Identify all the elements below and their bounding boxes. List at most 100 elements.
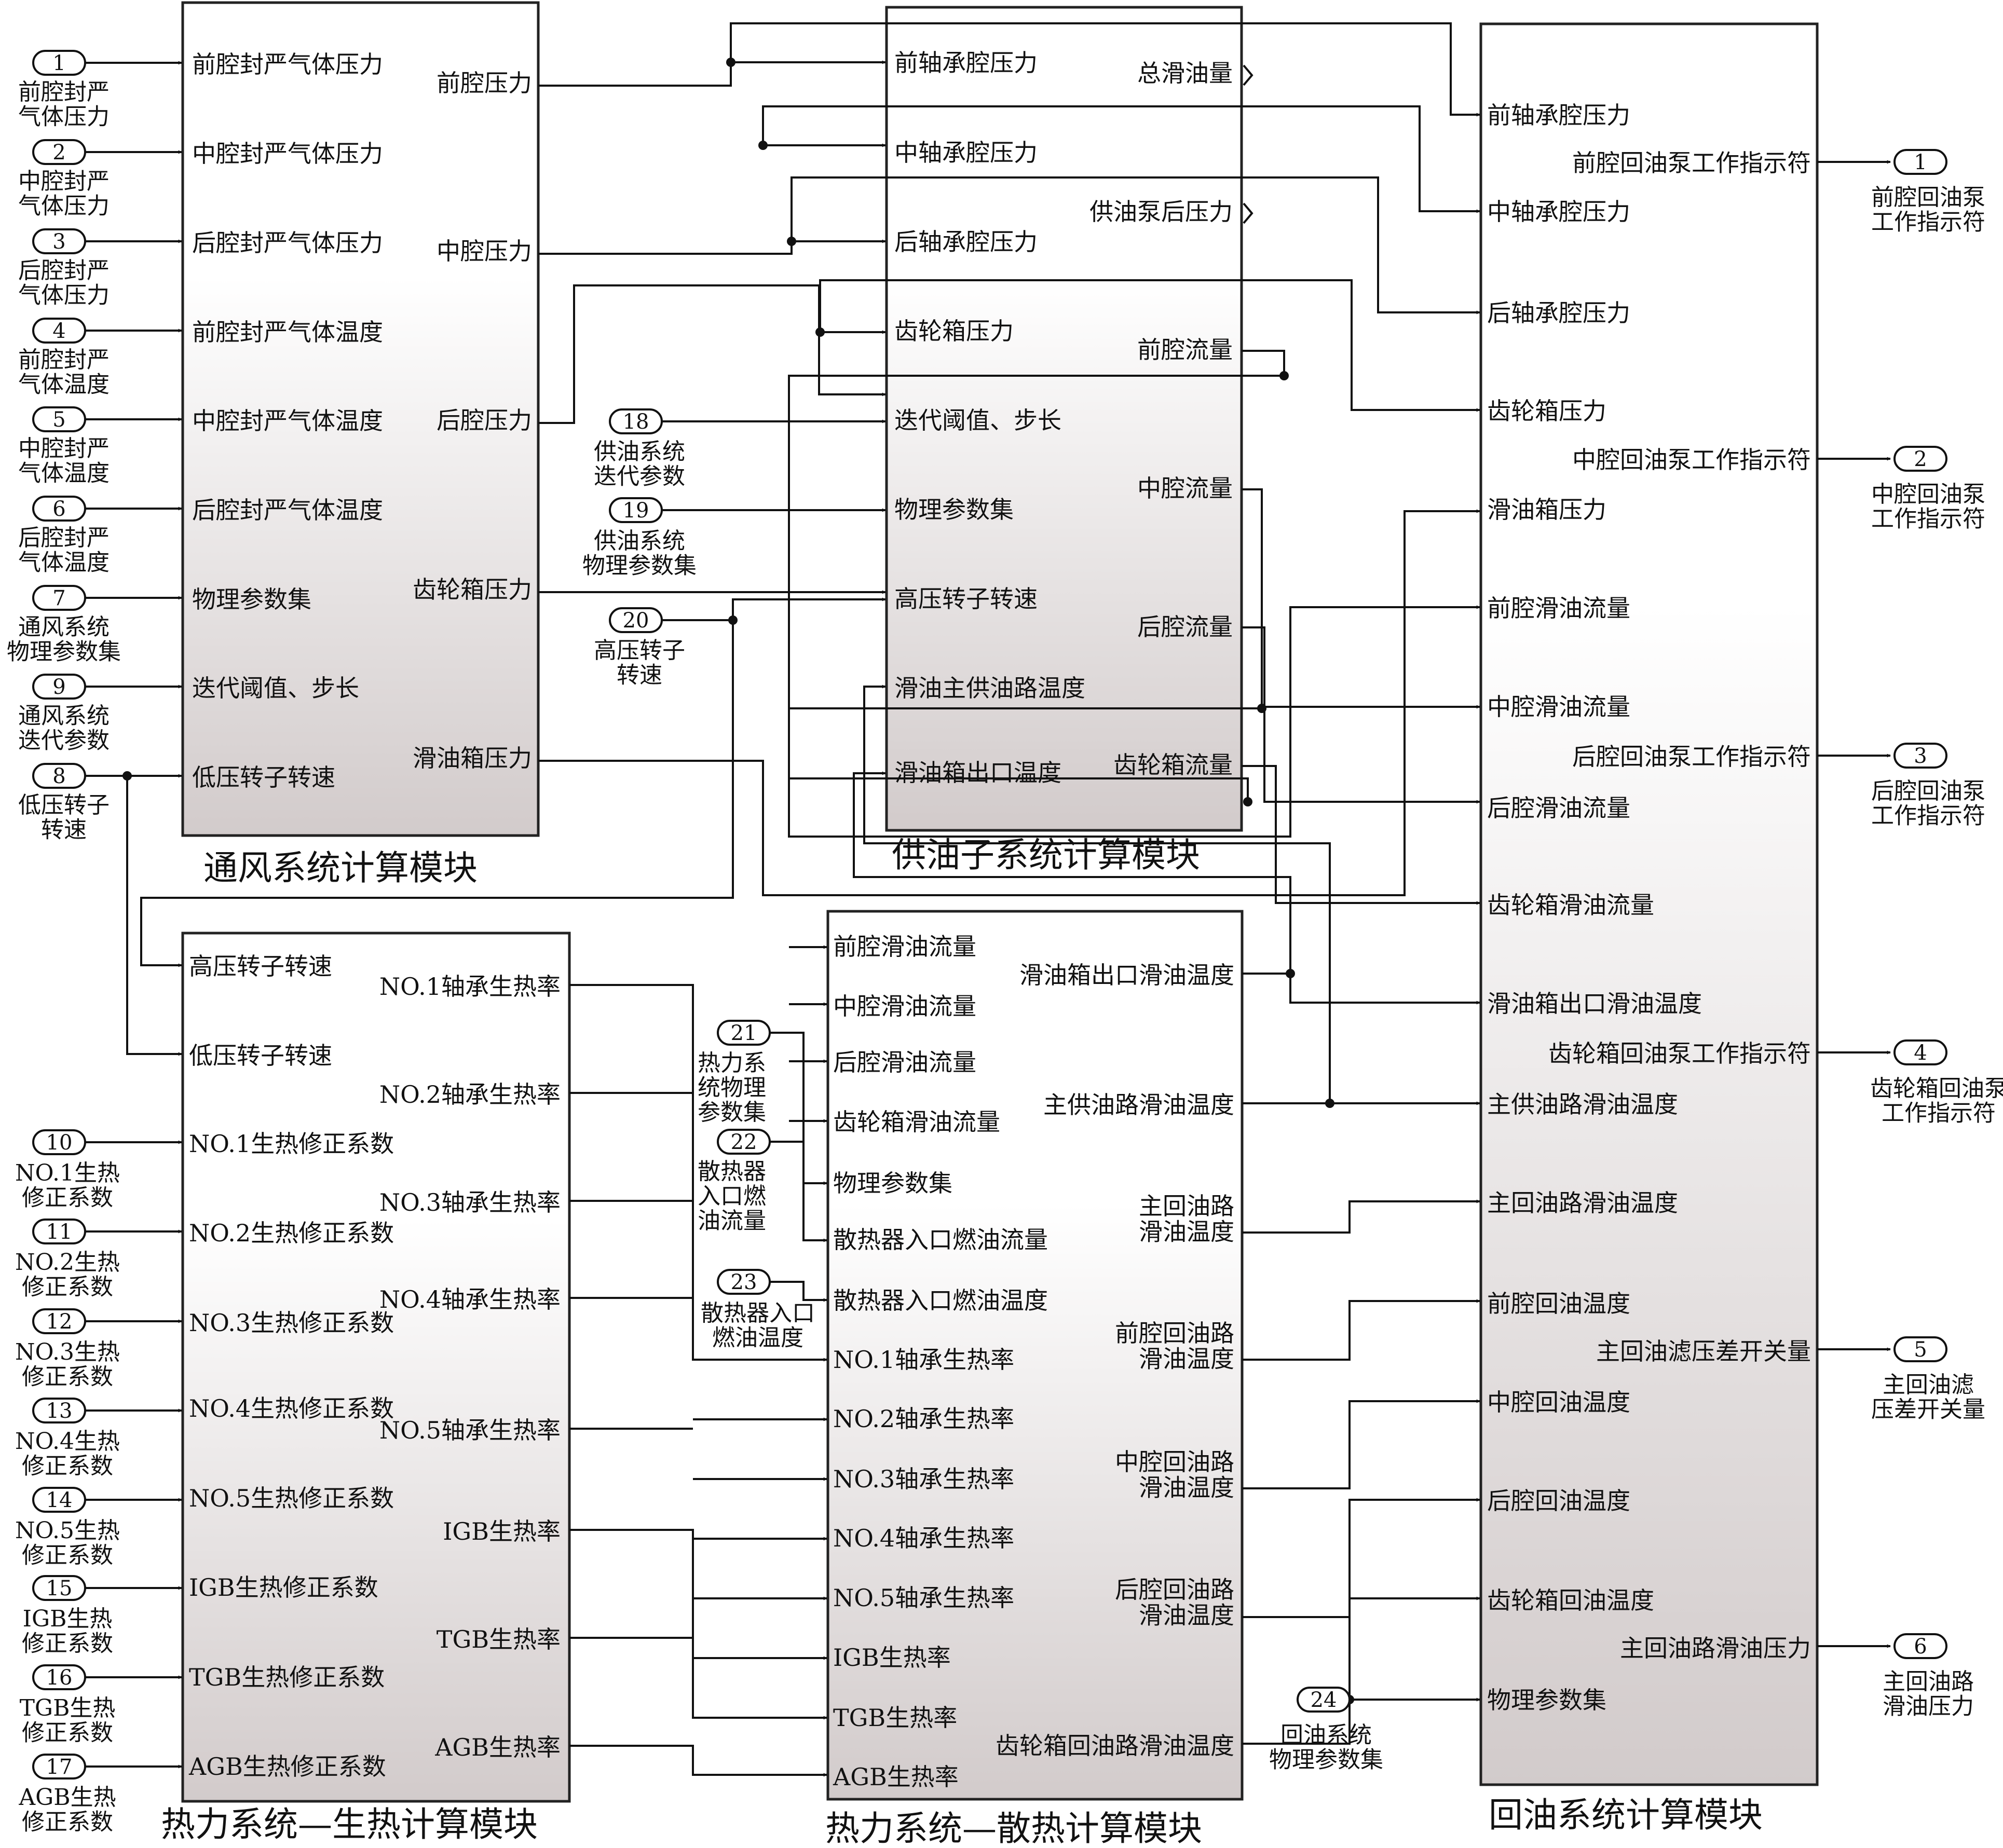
- heat-gen-block-body[interactable]: [181, 932, 571, 1803]
- inport-caption: 前腔封严气体压力: [18, 79, 110, 130]
- supply-in-port: 物理参数集: [894, 496, 1014, 524]
- signal-line: [569, 1529, 827, 1660]
- svg-text:3: 3: [52, 230, 65, 254]
- return-in-port: 后轴承腔压力: [1487, 299, 1630, 327]
- signal-line: [1242, 765, 1480, 905]
- oil-supply-block[interactable]: 供油子系统计算模块 前轴承腔压力 中轴承腔压力 后轴承腔压力 齿轮箱压力 迭代阈…: [885, 6, 1253, 875]
- return-in-port: 齿轮箱回油温度: [1487, 1586, 1654, 1614]
- heatgen-in-port: NO.4生热修正系数: [189, 1394, 394, 1422]
- heatdis-out-port: 主供油路滑油温度: [1043, 1091, 1234, 1119]
- heatdis-in-port: NO.3轴承生热率: [833, 1465, 1014, 1493]
- signal-line: [770, 1141, 827, 1242]
- heat-dissipation-block-body[interactable]: [826, 910, 1244, 1801]
- signal-line: [1242, 488, 1480, 709]
- svg-text:6: 6: [1914, 1635, 1927, 1659]
- oil-return-block-body[interactable]: [1479, 22, 1819, 1786]
- vent-block[interactable]: 通风系统计算模块 前腔封严气体压力 中腔封严气体压力 后腔封严气体压力 前腔封严…: [181, 1, 540, 888]
- supply-in-port: 后轴承腔压力: [894, 228, 1038, 256]
- return-out-port: 主回油路滑油压力: [1620, 1634, 1811, 1662]
- inport-caption: IGB生热修正系数: [22, 1606, 113, 1657]
- inport-caption: 通风系统物理参数集: [7, 614, 121, 665]
- heat-gen-block-title: 热力系统—生热计算模块: [161, 1804, 538, 1844]
- oil-supply-block-title: 供油子系统计算模块: [892, 835, 1200, 875]
- heatgen-out-port: IGB生热率: [443, 1517, 561, 1545]
- heatdis-in-port: IGB生热率: [833, 1644, 951, 1672]
- heatgen-in-port: NO.2生热修正系数: [189, 1219, 394, 1247]
- junction-dot: [726, 58, 735, 67]
- heatdis-out-port: 后腔回油路滑油温度: [1115, 1576, 1234, 1630]
- vent-in-port: 低压转子转速: [192, 763, 335, 791]
- oil-supply-block-body[interactable]: [885, 6, 1243, 832]
- signal-line: [1242, 973, 1480, 1005]
- heatdis-in-port: 散热器入口燃油流量: [833, 1226, 1048, 1254]
- svg-text:5: 5: [1914, 1338, 1927, 1362]
- heatdis-in-port: 物理参数集: [833, 1169, 952, 1197]
- oil-return-block-title: 回油系统计算模块: [1489, 1795, 1763, 1835]
- return-in-port: 中轴承腔压力: [1487, 198, 1630, 226]
- vent-block-body[interactable]: [181, 1, 540, 837]
- signal-line: [788, 350, 1480, 838]
- return-in-port: 后腔滑油流量: [1487, 794, 1630, 822]
- svg-text:2: 2: [52, 141, 65, 165]
- return-out-port: 前腔回油泵工作指示符: [1572, 149, 1811, 177]
- return-out-port: 齿轮箱回油泵工作指示符: [1548, 1039, 1811, 1067]
- heatgen-in-port: NO.5生热修正系数: [189, 1484, 394, 1512]
- return-in-port: 前腔回油温度: [1487, 1290, 1630, 1318]
- svg-text:11: 11: [46, 1220, 73, 1244]
- heat-gen-block[interactable]: 热力系统—生热计算模块 高压转子转速 低压转子转速 NO.1生热修正系数 NO.…: [161, 932, 571, 1844]
- return-in-port: 主回油路滑油温度: [1487, 1189, 1678, 1217]
- oil-return-block[interactable]: 回油系统计算模块 前轴承腔压力 中轴承腔压力 后轴承腔压力 齿轮箱压力 滑油箱压…: [1479, 22, 1819, 1835]
- heatdis-in-port: 前腔滑油流量: [833, 933, 976, 961]
- heatdis-in-port: NO.2轴承生热率: [833, 1405, 1014, 1433]
- vent-in-port: 中腔封严气体压力: [192, 140, 383, 168]
- svg-text:16: 16: [46, 1666, 73, 1690]
- inport-caption: 中腔封严气体温度: [18, 435, 110, 487]
- return-in-port: 滑油箱压力: [1487, 496, 1606, 524]
- inport-caption: NO.1生热修正系数: [15, 1160, 120, 1211]
- supply-in-port: 迭代阈值、步长: [894, 406, 1061, 434]
- heat-dissipation-block[interactable]: 热力系统—散热计算模块 前腔滑油流量 中腔滑油流量 后腔滑油流量 齿轮箱滑油流量…: [825, 910, 1244, 1848]
- inport-caption: NO.4生热修正系数: [15, 1428, 120, 1480]
- signal-line: [1242, 1596, 1480, 1745]
- inport-caption: 热力系统物理参数集: [698, 1050, 766, 1126]
- svg-text:4: 4: [52, 319, 65, 343]
- heatgen-out-port: NO.1轴承生热率: [379, 973, 561, 1001]
- inport-caption: NO.3生热修正系数: [15, 1339, 120, 1390]
- vent-out-port: 滑油箱压力: [413, 744, 532, 772]
- supply-in-port: 前轴承腔压力: [894, 49, 1038, 77]
- supply-out-port: 供油泵后压力: [1089, 198, 1233, 226]
- inport-caption: 散热器入口燃油流量: [698, 1158, 766, 1234]
- inport-caption: AGB生热修正系数: [18, 1784, 116, 1836]
